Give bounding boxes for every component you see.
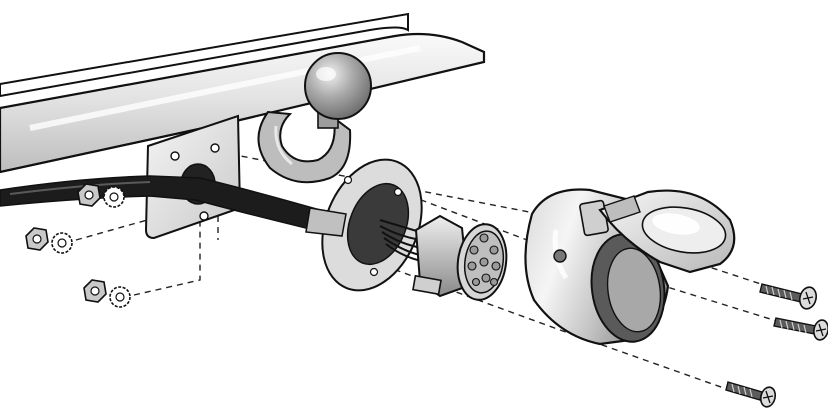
screw-bottom bbox=[725, 381, 777, 408]
tow-ball bbox=[257, 52, 372, 184]
fastener-set-upper bbox=[77, 183, 125, 208]
plate-hole-top-left bbox=[170, 151, 180, 161]
housing-screw-hole bbox=[553, 249, 567, 263]
plate-hole-top-right bbox=[210, 143, 220, 153]
nut bbox=[77, 183, 101, 207]
tow-bar bbox=[0, 12, 486, 174]
plug-connector bbox=[412, 214, 508, 301]
plate-hole-bottom bbox=[199, 211, 209, 221]
screw-middle bbox=[773, 317, 828, 341]
nut bbox=[83, 279, 107, 303]
hinged-cover bbox=[598, 189, 736, 274]
plug-pins bbox=[467, 233, 501, 287]
lock-washer bbox=[103, 186, 125, 208]
fastener-set-lower bbox=[83, 279, 131, 308]
screw-top bbox=[759, 283, 818, 310]
lock-washer bbox=[109, 286, 131, 308]
nut bbox=[25, 227, 49, 251]
lock-washer bbox=[51, 232, 73, 254]
fastener-set-middle bbox=[25, 227, 73, 254]
guide-line-lower-nut bbox=[133, 222, 201, 296]
